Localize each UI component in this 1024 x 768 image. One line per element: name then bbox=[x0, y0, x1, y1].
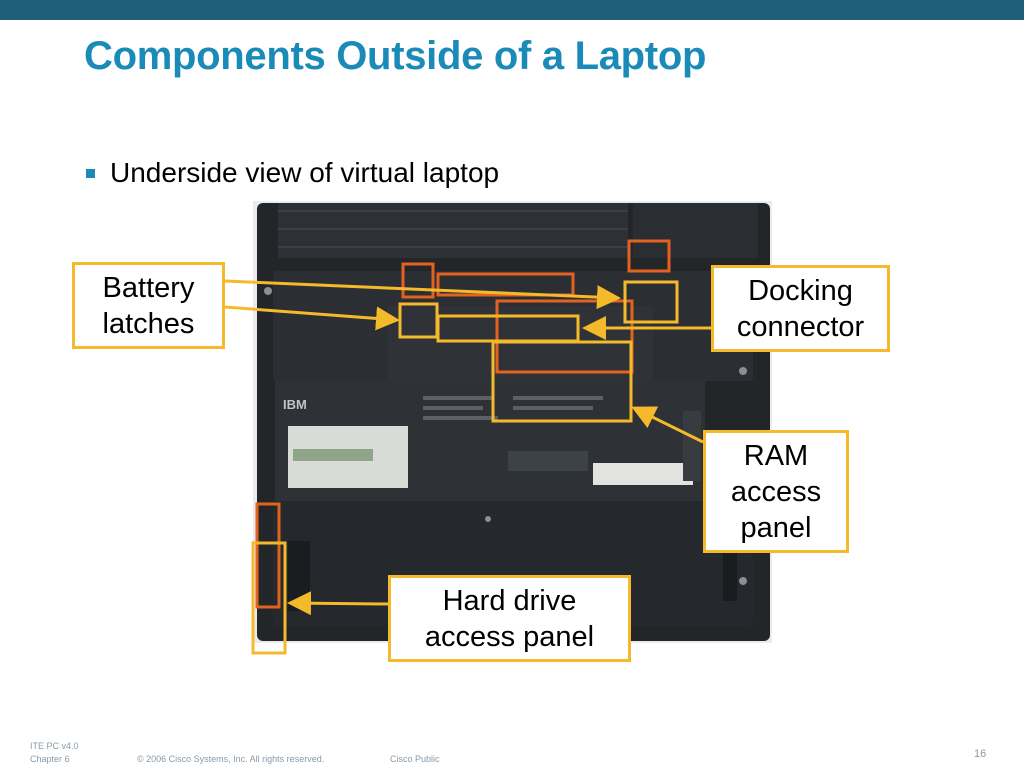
bullet-text: Underside view of virtual laptop bbox=[110, 157, 500, 188]
footer-chapter: Chapter 6 bbox=[30, 754, 70, 764]
callout-battery-latches: Battery latches bbox=[72, 262, 225, 349]
footer-course: ITE PC v4.0 bbox=[30, 741, 79, 751]
footer-classification: Cisco Public bbox=[390, 754, 440, 764]
footer-copyright: © 2006 Cisco Systems, Inc. All rights re… bbox=[137, 754, 325, 764]
photo-brand: IBM bbox=[283, 397, 307, 412]
callout-ram-access-panel: RAM access panel bbox=[703, 430, 849, 553]
header-bar bbox=[0, 0, 1024, 20]
callout-docking-connector: Docking connector bbox=[711, 265, 890, 352]
page-number: 16 bbox=[974, 748, 987, 760]
bullet-marker bbox=[86, 169, 95, 178]
callout-hard-drive-access-panel: Hard drive access panel bbox=[388, 575, 631, 662]
slide-title: Components Outside of a Laptop bbox=[84, 34, 707, 78]
